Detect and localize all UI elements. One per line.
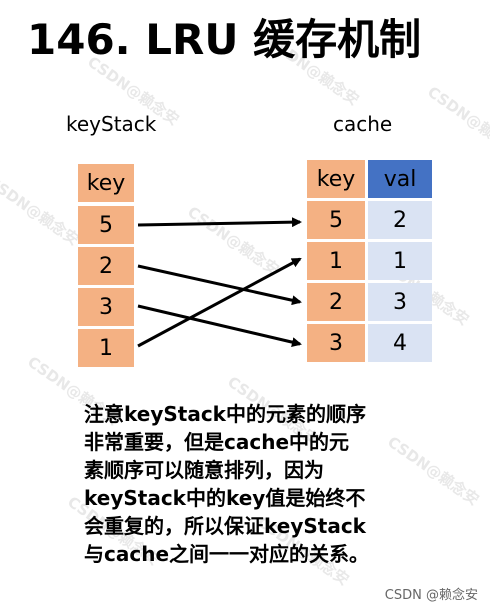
arrow-2-to-2	[137, 264, 302, 306]
note-line: keyStack中的key值是始终不	[84, 486, 366, 510]
note-line: 注意keyStack中的元素的顺序	[84, 402, 366, 426]
note-paragraph: 注意keyStack中的元素的顺序 非常重要，但是cache中的元 素顺序可以随…	[84, 400, 434, 568]
cache-key-cell: 3	[307, 324, 365, 362]
cache-val-cell: 1	[368, 242, 432, 280]
keystack-item: 2	[78, 247, 134, 285]
note-line: 非常重要，但是cache中的元	[84, 430, 350, 454]
keystack-item: 5	[78, 206, 134, 244]
cache-key-cell: 5	[307, 201, 365, 239]
cache-label: cache	[333, 112, 393, 136]
keystack-header: key	[78, 164, 134, 202]
arrow-1-to-1	[137, 257, 302, 348]
cache-val-header: val	[368, 160, 432, 198]
note-line: 与cache之间一一对应的关系。	[84, 542, 370, 566]
cache-key-header: key	[307, 160, 365, 198]
cache-val-cell: 3	[368, 283, 432, 321]
cache-val-cell: 4	[368, 324, 432, 362]
keystack-item: 3	[78, 288, 134, 326]
arrow-5-to-5	[137, 217, 302, 228]
cache-val-cell: 2	[368, 201, 432, 239]
note-line: 素顺序可以随意排列，因为	[84, 458, 324, 482]
keystack-item: 1	[78, 329, 134, 367]
keystack-label: keyStack	[66, 112, 157, 136]
cache-key-cell: 2	[307, 283, 365, 321]
page-title: 146. LRU 缓存机制	[27, 15, 422, 64]
note-line: 会重复的，所以保证keyStack	[84, 514, 366, 538]
footer-credit: CSDN @赖念安	[384, 588, 478, 603]
cache-key-cell: 1	[307, 242, 365, 280]
arrow-3-to-3	[137, 304, 302, 348]
